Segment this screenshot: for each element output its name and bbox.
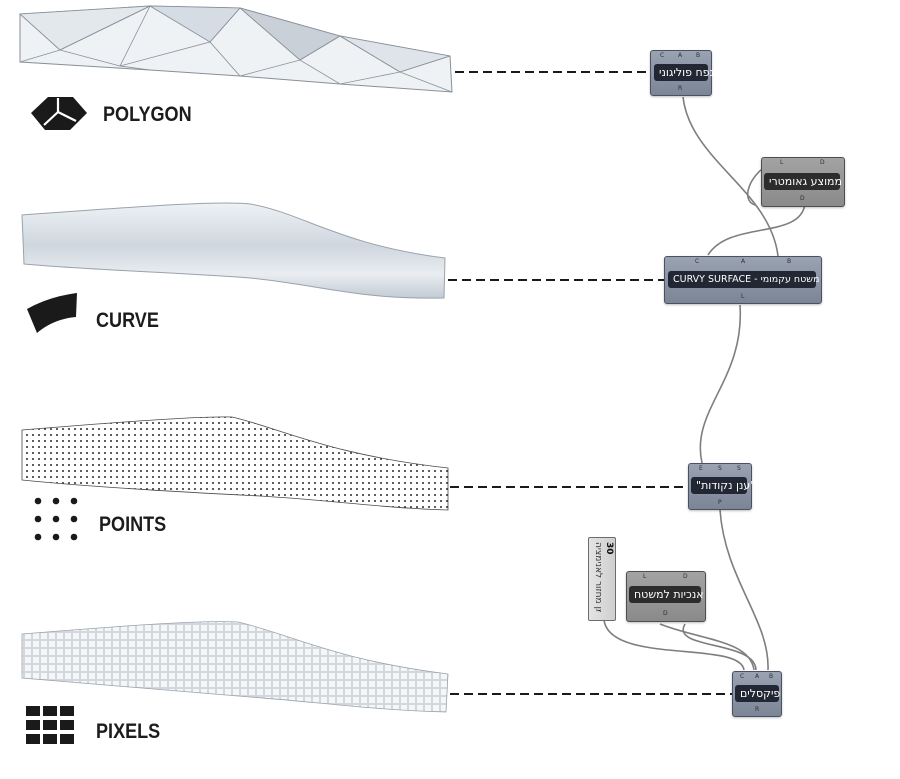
slider-caption: זמן מחזור לאנימציה: [593, 542, 603, 612]
port-in[interactable]: B: [769, 673, 774, 680]
port-in[interactable]: B: [696, 52, 701, 59]
row-label-points: POINTS: [99, 513, 167, 536]
node-surface-vertical[interactable]: L D אנכיות למשטח D: [626, 571, 706, 622]
node-label: "ענן נקודות": [691, 477, 755, 494]
node-geometric-medium[interactable]: L D ממוצע גאומטרי D: [761, 157, 845, 207]
wire-polygon-to-surface: [682, 96, 779, 257]
dashed-connectors: [448, 71, 732, 695]
row-label-polygon: POLYGON: [103, 103, 192, 126]
port-in[interactable]: S: [718, 465, 722, 472]
pixels-surface: [21, 621, 449, 713]
wire-points-to-pixels: [719, 509, 769, 671]
wire-surface-to-points: [699, 304, 741, 464]
port-in[interactable]: A: [755, 673, 760, 680]
row-label-pixels: PIXELS: [96, 720, 161, 743]
pixels-icon: [26, 706, 74, 744]
port-in[interactable]: S: [737, 465, 741, 472]
node-label: אנכיות למשטח: [629, 586, 704, 603]
node-pixels[interactable]: C A B פיקסלים R: [732, 671, 782, 717]
port-in[interactable]: L: [643, 573, 647, 580]
port-out[interactable]: P: [718, 499, 722, 506]
polygon-surface: [19, 5, 453, 93]
node-label: נפח פוליגוני: [654, 64, 714, 81]
node-point-cloud[interactable]: E S S "ענן נקודות" P: [688, 463, 755, 510]
polygon-icon: [31, 97, 87, 130]
port-out[interactable]: R: [678, 85, 683, 92]
wire-medium-to-surface: [707, 203, 806, 256]
port-out[interactable]: L: [741, 293, 745, 300]
port-in[interactable]: A: [678, 52, 683, 59]
points-icon: [34, 497, 78, 541]
port-out[interactable]: R: [755, 706, 760, 713]
port-out[interactable]: D: [663, 610, 668, 617]
curve-icon: [27, 293, 77, 333]
port-in[interactable]: E: [699, 465, 703, 472]
node-polygon-mesh[interactable]: C A B נפח פוליגוני R: [650, 50, 714, 96]
port-in[interactable]: D: [820, 159, 825, 166]
row-label-curve: CURVE: [96, 309, 159, 332]
wire-vertical-in: [659, 623, 755, 671]
port-in[interactable]: L: [780, 159, 784, 166]
cycle-time-slider[interactable]: זמן מחזור לאנימציה 30: [588, 537, 616, 621]
port-in[interactable]: C: [740, 673, 745, 680]
node-label: CURVY SURFACE - משטח עקמומי: [668, 271, 819, 288]
node-curvy-surface[interactable]: C A B CURVY SURFACE - משטח עקמומי L: [664, 256, 822, 304]
node-label: ממוצע גאומטרי: [764, 173, 842, 190]
curve-surface: [21, 202, 446, 299]
port-in[interactable]: A: [741, 258, 746, 265]
port-in[interactable]: D: [683, 573, 688, 580]
node-label: פיקסלים: [735, 685, 780, 702]
wire-slider-to-pixels: [603, 619, 745, 671]
slider-value: 30: [604, 542, 614, 555]
port-in[interactable]: B: [787, 258, 792, 265]
node-wires: [603, 96, 806, 671]
wire-vertical-to-pixels: [682, 623, 757, 671]
port-in[interactable]: C: [660, 52, 665, 59]
port-out[interactable]: D: [800, 195, 805, 202]
port-in[interactable]: C: [695, 258, 700, 265]
points-surface: [21, 416, 449, 511]
